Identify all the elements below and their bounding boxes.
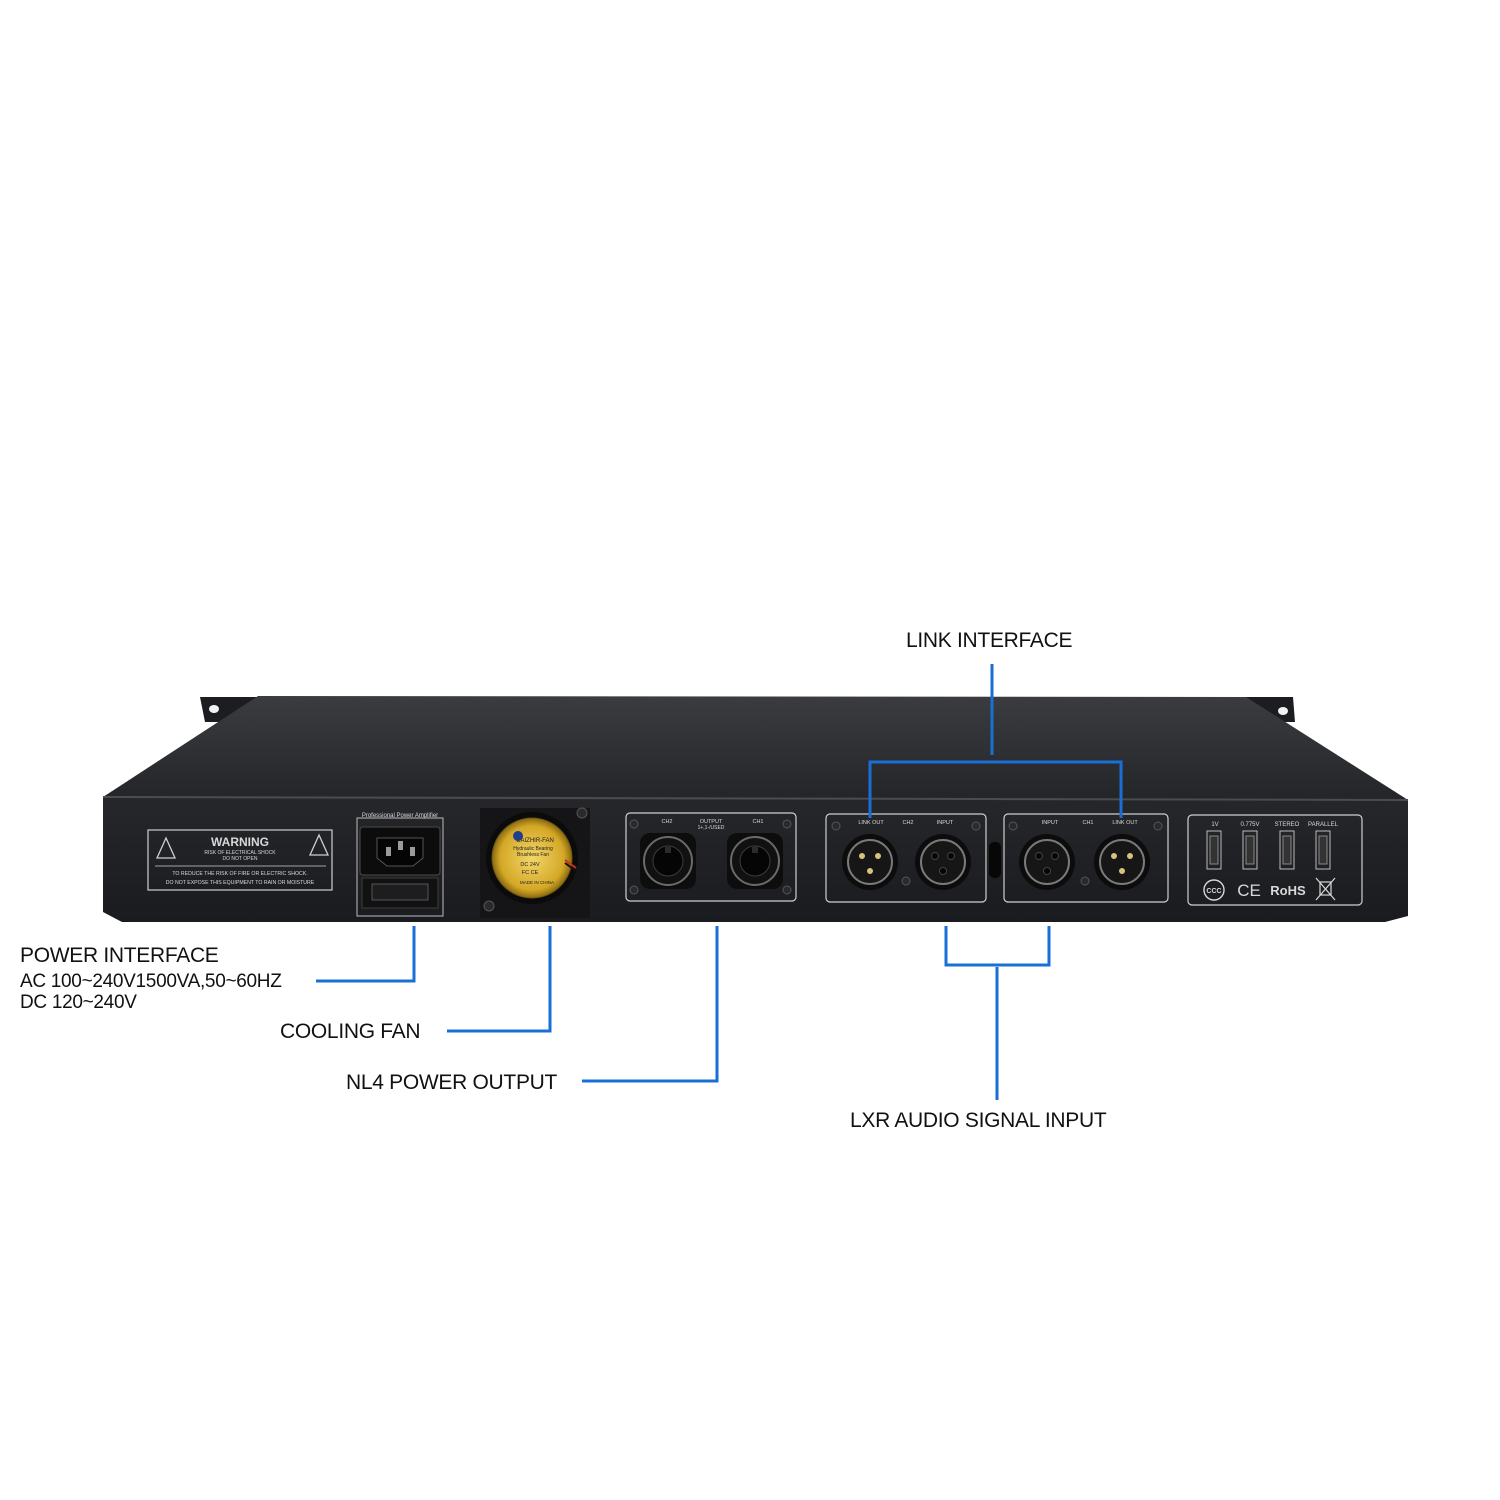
- switch-panel: 1V 0.775V STEREO PARALLEL CCC CE RoHS: [1187, 814, 1363, 906]
- dip-switch-0775v: [1242, 830, 1258, 870]
- right-input-label: INPUT: [1042, 820, 1059, 826]
- nl4-output-panel: CH2 OUTPUT 1+,1-/USED CH1: [625, 812, 797, 902]
- warning-line1: RISK OF ELECTRICAL SHOCK: [204, 850, 276, 856]
- fan-line2: Brushless Fan: [517, 852, 549, 858]
- nl4-connector-ch2: [640, 833, 696, 889]
- fan-line4: FC CE: [522, 870, 539, 876]
- rack-ear-left: [200, 697, 258, 722]
- output-ch2-label: CH2: [661, 819, 672, 825]
- warning-line3: TO REDUCE THE RISK OF FIRE OR ELECTRIC S…: [172, 871, 307, 877]
- output-used-label: 1+,1-/USED: [698, 825, 725, 831]
- switch-1v-label: 1V: [1211, 822, 1218, 828]
- power-interface-leader: [316, 926, 416, 983]
- screw-icon: [576, 807, 588, 819]
- svg-text:CCC: CCC: [1206, 888, 1221, 895]
- fan-line1: Hydraulic Bearing: [513, 846, 553, 852]
- fan-line3: DC 24V: [520, 862, 540, 868]
- power-module-label: Professional Power Amplifier: [362, 813, 438, 819]
- xlr-female-input-ch1: [1019, 834, 1075, 890]
- link-interface-bracket: [868, 760, 1123, 818]
- weee-bin-icon: [1315, 877, 1336, 901]
- left-link-out-label: LINK OUT: [858, 820, 884, 826]
- xlr-female-input-ch2: [915, 834, 971, 890]
- right-ch1-label: CH1: [1082, 820, 1093, 826]
- callout-nl4-power-output: NL4 POWER OUTPUT: [346, 1071, 558, 1094]
- switch-stereo-label: STEREO: [1275, 822, 1300, 828]
- warning-left-icon: [155, 836, 177, 859]
- warning-title: WARNING: [211, 835, 269, 849]
- cooling-fan: CAIZHIR-FAN Hydraulic Bearing Brushless …: [480, 807, 590, 918]
- callout-cooling-fan: COOLING FAN: [280, 1020, 421, 1043]
- callout-power-interface-dc: DC 120~240V: [20, 992, 137, 1013]
- switch-parallel-label: PARALLEL: [1308, 822, 1339, 828]
- chassis-top: [103, 696, 1408, 800]
- output-label: OUTPUT: [700, 819, 723, 825]
- nl4-output-leader: [582, 926, 719, 1083]
- callout-lines: [316, 664, 1123, 1100]
- callout-power-interface-ac: AC 100~240V1500VA,50~60HZ: [20, 971, 282, 992]
- lxr-input-bracket: [944, 926, 1051, 967]
- left-input-label: INPUT: [937, 820, 954, 826]
- cooling-fan-leader: [447, 926, 552, 1033]
- warning-line2: DO NOT OPEN: [223, 856, 258, 862]
- switch-0775v-label: 0.775V: [1240, 822, 1259, 828]
- power-inlet-module: Professional Power Amplifier: [356, 813, 444, 917]
- xlr-panel-right: INPUT CH1 LINK OUT: [1003, 813, 1169, 903]
- xlr-male-link-out-ch1: [1094, 834, 1150, 890]
- xlr-male-link-out-ch2: [842, 834, 898, 890]
- xlr-panel-left: LINK OUT CH2 INPUT: [825, 813, 987, 903]
- fan-logo-icon: [513, 831, 523, 841]
- dip-switch-stereo: [1279, 830, 1295, 870]
- output-ch1-label: CH1: [752, 819, 763, 825]
- callout-link-interface: LINK INTERFACE: [906, 629, 1073, 652]
- left-ch2-label: CH2: [902, 820, 913, 826]
- fan-line5: MADE IN CHINA: [520, 880, 554, 885]
- warning-right-icon: [308, 833, 330, 856]
- ce-mark-icon: CE: [1237, 881, 1261, 900]
- dip-switch-parallel: [1315, 830, 1331, 870]
- slot: [989, 842, 1001, 878]
- right-link-out-label: LINK OUT: [1112, 820, 1138, 826]
- ccc-mark-icon: CCC: [1203, 879, 1225, 901]
- warning-label: WARNING RISK OF ELECTRICAL SHOCK DO NOT …: [147, 829, 333, 891]
- callout-lxr-audio-signal-input: LXR AUDIO SIGNAL INPUT: [850, 1109, 1107, 1132]
- dip-switch-1v: [1206, 830, 1222, 870]
- rohs-mark-icon: RoHS: [1270, 883, 1306, 898]
- rack-ear-right: [1245, 697, 1295, 722]
- screw-icon: [483, 900, 495, 912]
- warning-line4: DO NOT EXPOSE THIS EQUIPMENT TO RAIN OR …: [166, 880, 315, 886]
- fan-brand: CAIZHIR-FAN: [516, 838, 554, 844]
- nl4-connector-ch1: [727, 833, 783, 889]
- callout-power-interface-title: POWER INTERFACE: [20, 944, 219, 967]
